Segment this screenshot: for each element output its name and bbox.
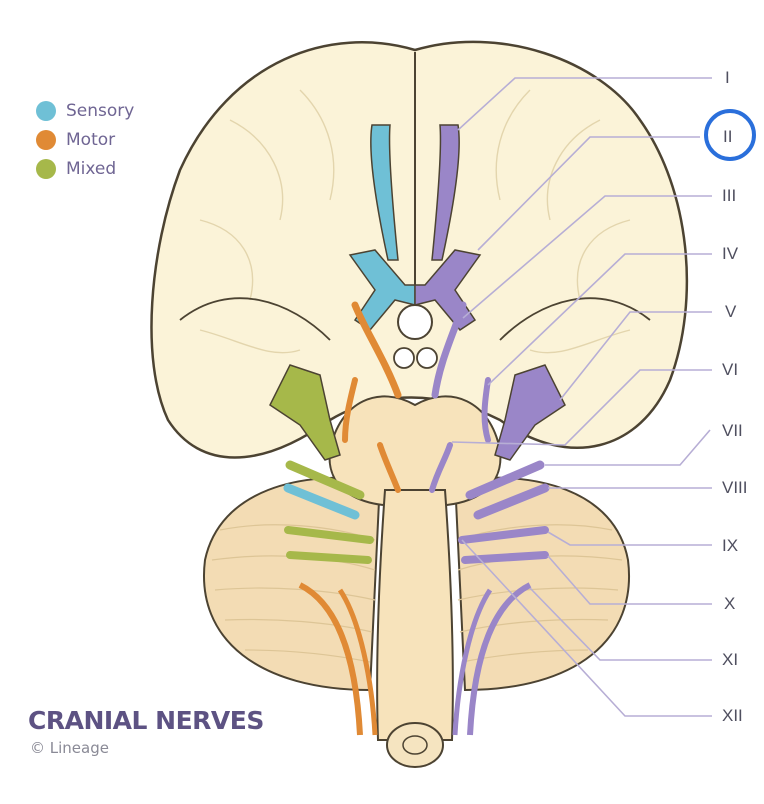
temporal-lobe-right (499, 297, 651, 341)
nerve-V-right (494, 364, 566, 461)
leader-lines (451, 77, 712, 717)
nerve-I-left (370, 124, 399, 261)
legend-label: Mixed (66, 158, 117, 179)
legend-item-motor: Motor (36, 125, 134, 154)
cerebellum-left (203, 476, 382, 692)
nerve-IX-right (458, 526, 549, 544)
nerve-VI-left (377, 442, 401, 493)
nerve-IX-left (284, 526, 374, 544)
legend: Sensory Motor Mixed (36, 96, 134, 183)
pituitary (397, 304, 433, 340)
nerve-label-V[interactable]: V (725, 302, 737, 321)
nerve-X-right (461, 551, 549, 564)
legend-item-mixed: Mixed (36, 154, 134, 183)
legend-label: Sensory (66, 100, 135, 121)
mammillary-body-right (416, 347, 438, 369)
nerve-XI-right (467, 582, 532, 736)
nerve-label-VI[interactable]: VI (722, 360, 739, 379)
nerve-V-left (269, 364, 341, 461)
nerve-VII-left (285, 460, 365, 500)
nerve-XI-left (298, 582, 363, 736)
temporal-lobe-left (179, 297, 331, 341)
nerve-III-left (351, 301, 402, 399)
cerebellum-right (453, 476, 631, 692)
legend-label: Motor (66, 129, 116, 150)
nerve-III-right (431, 301, 467, 399)
nerve-VIII-left (283, 483, 360, 520)
nerve-I-right (431, 124, 460, 261)
nerve-XII-right (452, 588, 493, 736)
medulla (376, 489, 454, 741)
nerve-X-left (286, 551, 372, 564)
nerve-IV-left (342, 377, 358, 443)
nerve-label-IV[interactable]: IV (722, 244, 739, 263)
nerve-XII-left (337, 588, 378, 736)
diagram-title: CRANIAL NERVES (28, 706, 264, 735)
nerve-label-X[interactable]: X (724, 594, 736, 613)
gyri (199, 89, 631, 354)
selection-circle-icon (704, 109, 756, 161)
nerve-label-VII[interactable]: VII (722, 421, 743, 440)
nerve-VI-right (429, 442, 453, 493)
nerve-II-left (348, 249, 416, 331)
cerebrum (150, 40, 689, 459)
sensory-dot-icon (36, 100, 56, 121)
nerve-label-IX[interactable]: IX (722, 536, 739, 555)
motor-dot-icon (36, 129, 56, 150)
nerve-IV-right (481, 377, 491, 443)
nerve-label-VIII[interactable]: VIII (722, 478, 748, 497)
nerve-label-XI[interactable]: XI (722, 650, 739, 669)
legend-item-sensory: Sensory (36, 96, 134, 125)
nerve-VIII-right (473, 483, 550, 520)
nerve-label-XII[interactable]: XII (722, 706, 743, 725)
spinal-cord-section (386, 722, 444, 768)
mixed-dot-icon (36, 158, 56, 179)
nerve-label-III[interactable]: III (722, 186, 737, 205)
mammillary-body-left (393, 347, 415, 369)
credit-text: © Lineage (30, 739, 109, 757)
nerve-label-I[interactable]: I (725, 68, 730, 87)
nerve-VII-right (465, 460, 545, 500)
